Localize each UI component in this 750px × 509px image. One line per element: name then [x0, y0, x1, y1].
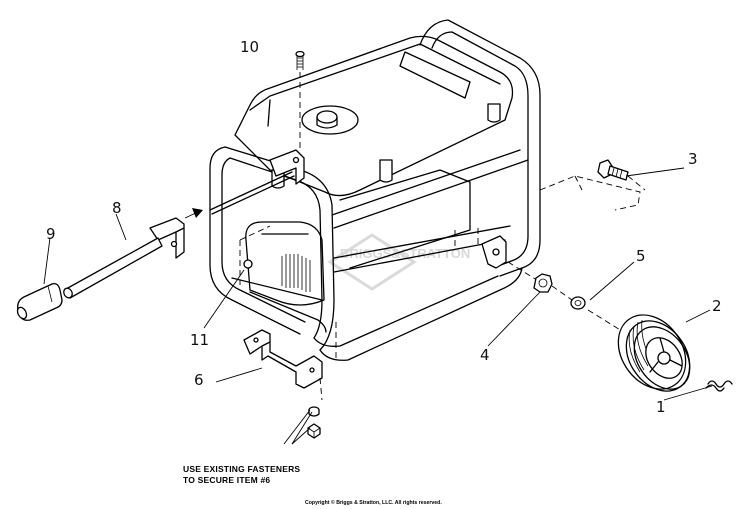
callout-10: 10	[240, 38, 259, 56]
handle-grip-9	[16, 282, 63, 321]
insert-arrow	[184, 171, 295, 219]
fasteners	[307, 406, 321, 439]
handle-bracket-mount	[269, 149, 305, 185]
bolt-3	[539, 159, 646, 211]
note-line-1: USE EXISTING FASTENERS	[183, 464, 301, 474]
wheel-2	[617, 314, 691, 392]
callout-11: 11	[190, 331, 209, 349]
callout-3: 3	[688, 150, 698, 168]
watermark-logo: BRIGGS&STRATTON	[327, 233, 470, 291]
callout-6: 6	[194, 371, 204, 389]
fuel-tank	[234, 35, 514, 197]
muffler-grille	[281, 254, 311, 292]
foot-bracket-6	[243, 322, 337, 401]
leader-lines	[43, 167, 713, 445]
callout-labels: 1 2 3 4 5 6 8 9 10 11	[46, 38, 722, 416]
axle-bracket	[481, 235, 541, 283]
assembly-note: USE EXISTING FASTENERS TO SECURE ITEM #6	[183, 464, 300, 486]
callout-1: 1	[656, 398, 666, 416]
engine-block	[239, 169, 479, 333]
axle-pin-1	[705, 380, 733, 392]
note-line-2: TO SECURE ITEM #6	[183, 475, 271, 485]
callout-2: 2	[712, 297, 722, 315]
copyright-notice: Copyright © Briggs & Stratton, LLC. All …	[305, 500, 442, 506]
watermark-text: BRIGGS&STRATTON	[340, 246, 470, 261]
handle-bracket-8	[63, 217, 185, 299]
bolt-10	[295, 50, 305, 150]
nut-4	[533, 273, 573, 301]
callout-4: 4	[480, 346, 490, 364]
callout-5: 5	[636, 247, 646, 265]
callout-9: 9	[46, 225, 56, 243]
callout-8: 8	[112, 199, 122, 217]
